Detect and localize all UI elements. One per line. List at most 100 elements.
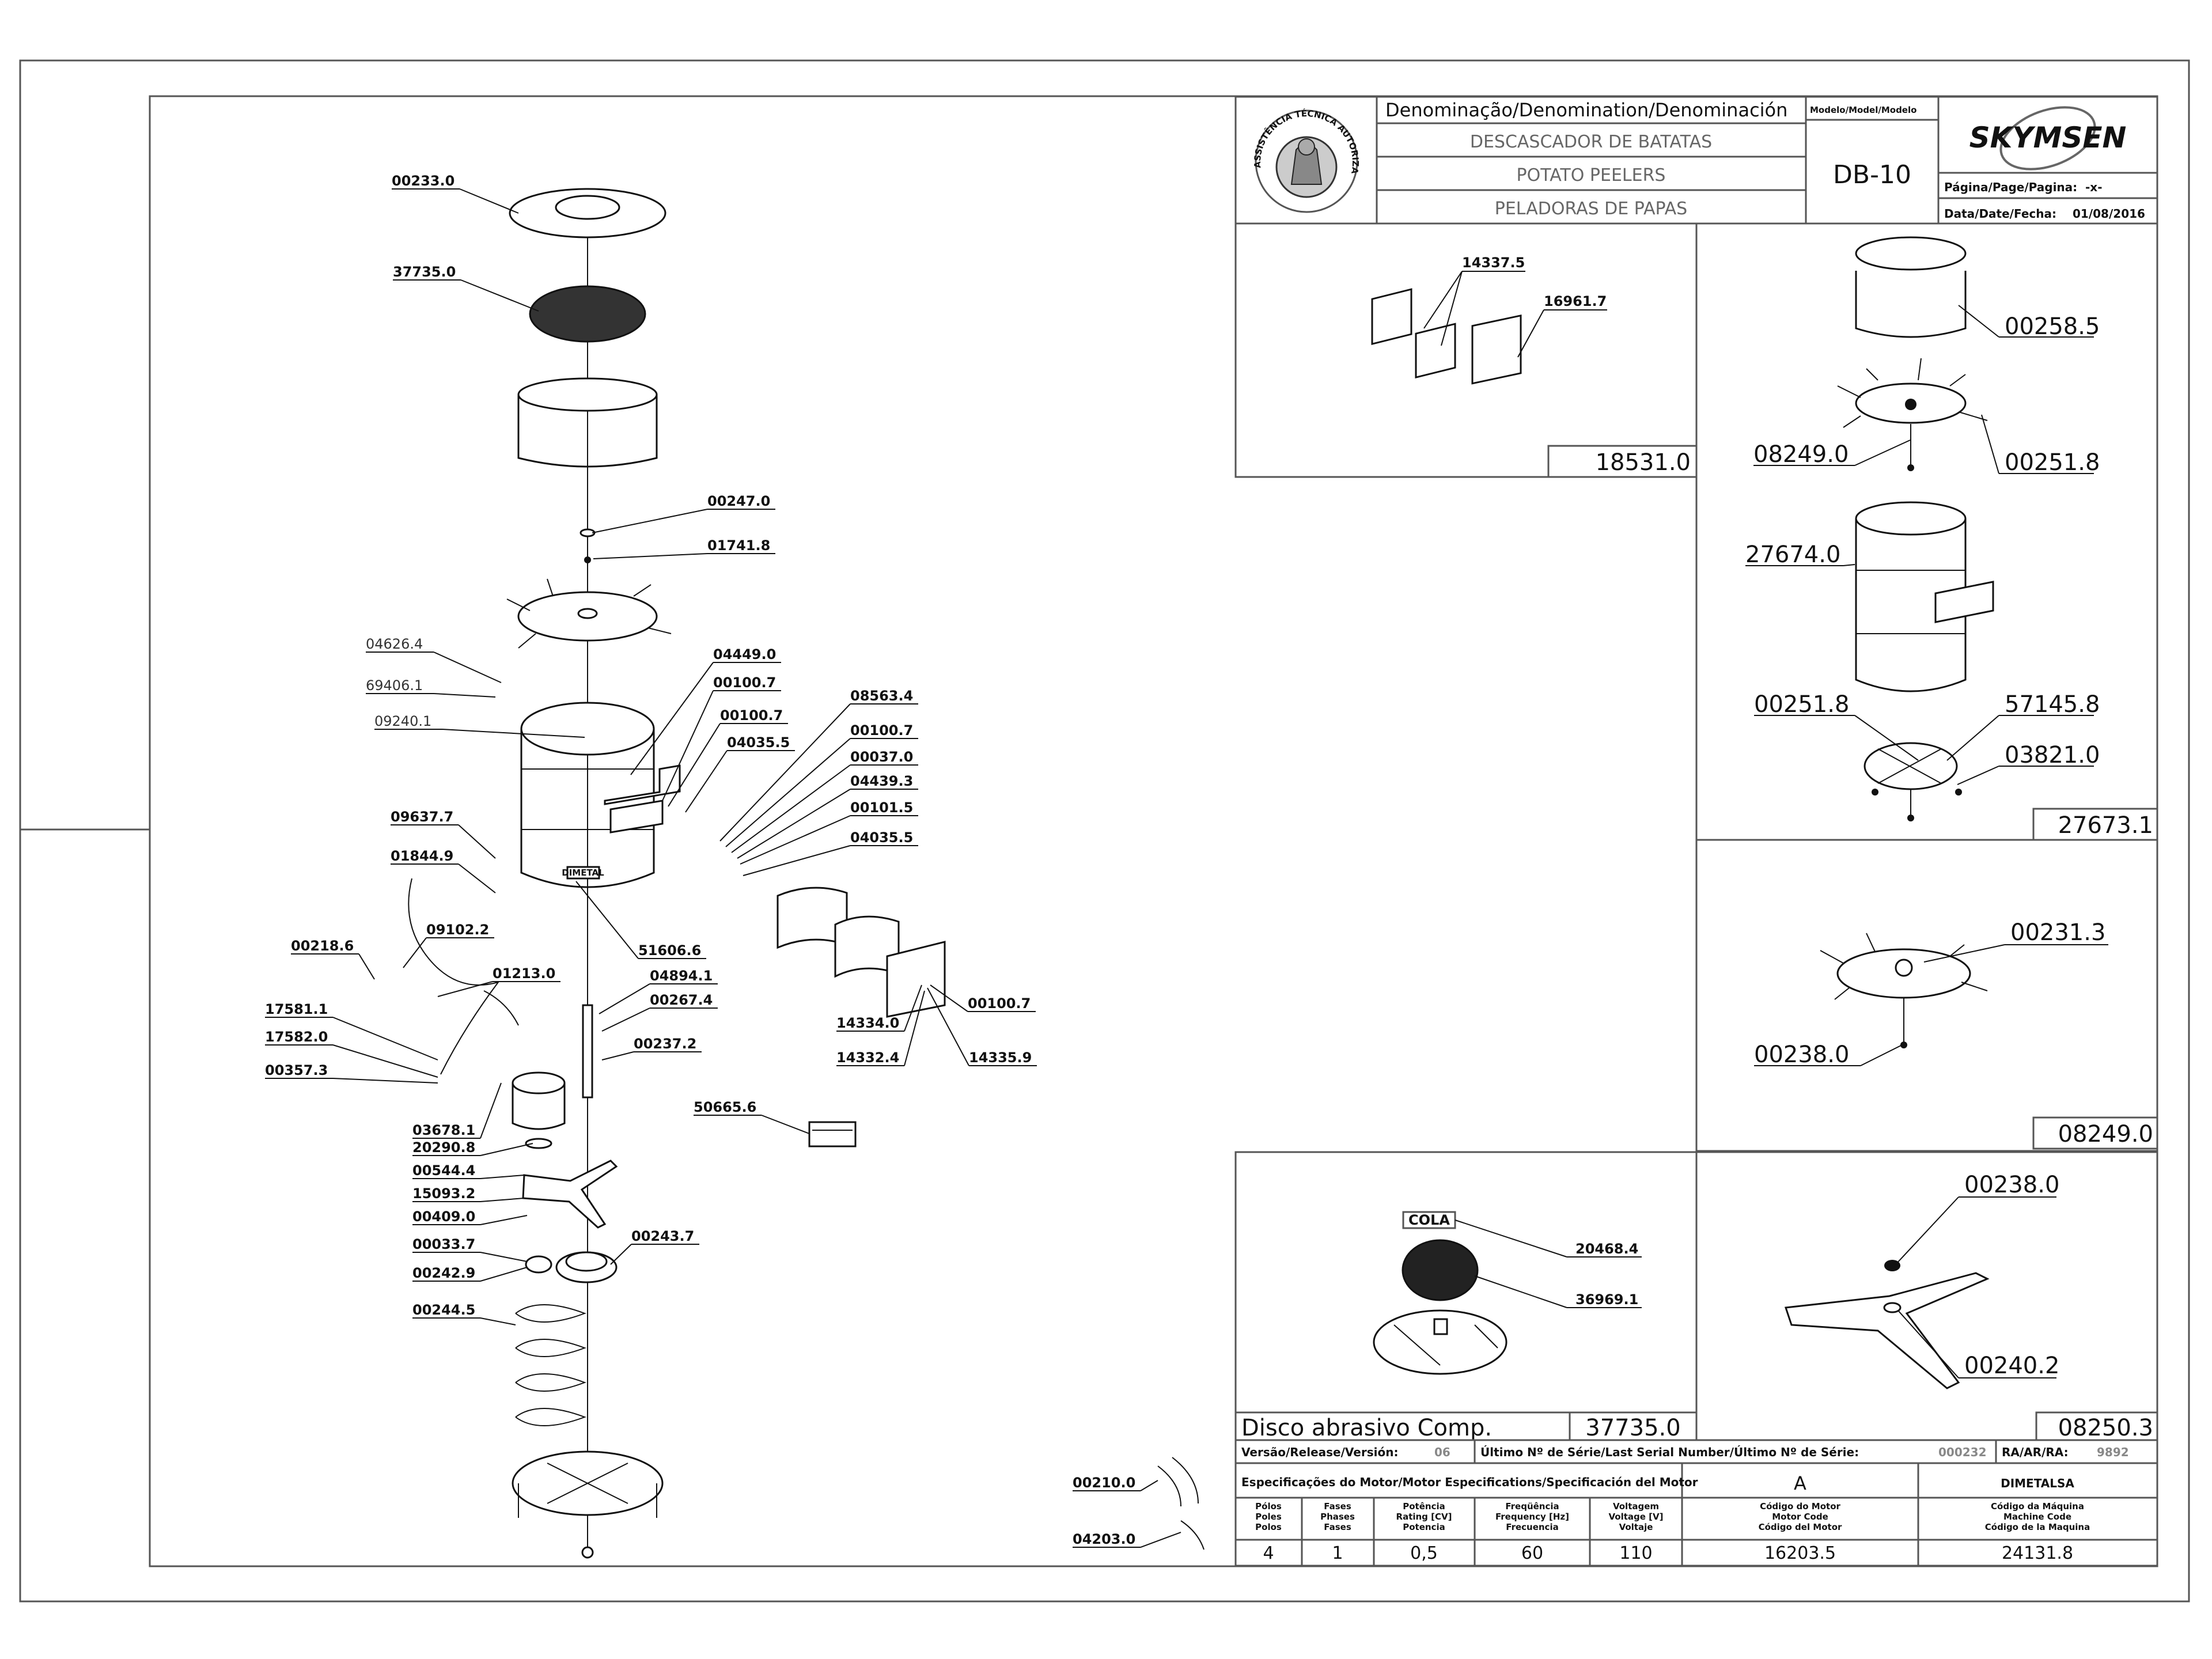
leader-line-24 (601, 1007, 650, 1032)
motor-col-header-6-0: Código da Máquina (1991, 1501, 2084, 1512)
part-label-15: 00101.5 (850, 800, 913, 816)
leader-line-42 (480, 1317, 516, 1325)
main-label-plate: DIMETAL (562, 868, 604, 878)
motor-col-header-5-1: Motor Code (1772, 1512, 1828, 1522)
leader-line-43 (1140, 1480, 1158, 1491)
part-label-19: 09102.2 (426, 922, 489, 938)
kit-37735-code: 37735.0 (1585, 1415, 1680, 1441)
leader-line-25 (601, 1051, 634, 1060)
leader-line-22 (575, 881, 639, 959)
part-label-23: 04894.1 (650, 968, 713, 984)
motor-col-header-4-2: Voltaje (1619, 1522, 1653, 1532)
kit-27673-label-2: 08249.0 (1753, 441, 1849, 468)
part-label-35: 20290.8 (412, 1139, 475, 1156)
part-label-2: 00247.0 (707, 493, 770, 509)
part-label-28: 00357.3 (265, 1062, 328, 1078)
kit-08250-panel: 00238.0 00240.2 08250.3 (1784, 1172, 2158, 1441)
kit-18531-label-1: 14337.5 (1462, 255, 1525, 271)
leader-line-26 (332, 1017, 438, 1060)
motor-col-header-1-0: Fases (1324, 1501, 1351, 1512)
skymsen-logo: SKYMSEN (1969, 106, 2126, 171)
motor-col-header-6-1: Machine Code (2003, 1512, 2071, 1522)
motor-value-4: 110 (1619, 1543, 1652, 1563)
leader-line-21 (437, 981, 493, 997)
part-label-8: 00100.7 (713, 675, 776, 691)
kit-37735-label-1: 20468.4 (1575, 1241, 1638, 1257)
motor-col-header-1-2: Fases (1324, 1522, 1351, 1532)
leader-line-44 (1140, 1532, 1181, 1548)
svg-text:ASSISTÊNCIA TÉCNICA AUTORIZADA: ASSISTÊNCIA TÉCNICA AUTORIZADA (0, 0, 1361, 175)
motor-col-header-1-1: Phases (1320, 1512, 1355, 1522)
part-label-3: 01741.8 (707, 537, 770, 554)
leader-line-13 (731, 764, 851, 853)
kit-08249-code: 08249.0 (2058, 1121, 2153, 1147)
motor-value-1: 1 (1332, 1543, 1343, 1563)
motor-value-5: 16203.5 (1764, 1543, 1836, 1563)
leader-line-36 (480, 1175, 525, 1179)
motor-col-header-0-0: Pólos (1255, 1501, 1282, 1512)
part-label-30: 14332.4 (836, 1050, 899, 1066)
ra-value: 9892 (2097, 1445, 2129, 1459)
part-label-42: 00244.5 (412, 1302, 475, 1318)
part-label-37: 15093.2 (412, 1185, 475, 1202)
part-label-4: 04626.4 (366, 636, 423, 652)
motor-col-header-3-0: Freqüência (1505, 1501, 1559, 1512)
part-label-24: 00267.4 (650, 992, 713, 1008)
leader-line-14 (737, 789, 851, 859)
part-label-10: 04035.5 (727, 734, 790, 751)
kit-37735-name: Disco abrasivo Comp. (1241, 1415, 1492, 1441)
motor-col-header-6-2: Código de la Maquina (1985, 1522, 2090, 1532)
motor-col-header-0-1: Poles (1255, 1512, 1282, 1522)
part-label-1: 37735.0 (393, 264, 456, 280)
outer-frame (19, 59, 2190, 1603)
leader-line-33 (761, 1115, 810, 1134)
motor-value-0: 4 (1263, 1543, 1274, 1563)
leader-line-6 (442, 729, 585, 738)
part-label-20: 00218.6 (291, 938, 354, 954)
panel-grid (1234, 222, 2158, 1441)
part-label-21: 01213.0 (493, 965, 555, 982)
part-label-12: 00100.7 (850, 722, 913, 738)
part-label-36: 00544.4 (412, 1162, 475, 1179)
kit-27673-panel: 00258.5 08249.0 00251.8 27674.0 00251.8 … (1745, 236, 2158, 841)
kit-18531-label-2: 16961.7 (1544, 293, 1607, 309)
part-label-18: 01844.9 (391, 848, 453, 864)
leader-line-37 (480, 1198, 525, 1202)
name-pt: DESCASCADOR DE BATATAS (1470, 132, 1712, 152)
part-label-44: 04203.0 (1073, 1531, 1135, 1547)
motor-col-header-0-2: Polos (1255, 1522, 1282, 1532)
part-label-25: 00237.2 (634, 1036, 696, 1052)
model-header: Modelo/Model/Modelo (1810, 105, 1916, 115)
denomination-header: Denominação/Denomination/Denominación (1385, 99, 1787, 121)
motor-col-header-4-0: Voltagem (1613, 1501, 1659, 1512)
leader-line-20 (358, 953, 375, 980)
motor-col-header-2-0: Potência (1403, 1501, 1445, 1512)
leader-line-9 (668, 723, 721, 807)
leader-line-38 (480, 1215, 528, 1225)
part-label-29: 14334.0 (836, 1015, 899, 1031)
motor-col-header-5-2: Código del Motor (1759, 1522, 1842, 1532)
leader-line-28 (332, 1078, 438, 1084)
leader-line-15 (740, 815, 851, 865)
page-value: -x- (2085, 180, 2103, 194)
leader-line-7 (630, 662, 714, 775)
leader-line-8 (662, 690, 714, 801)
part-label-22: 51606.6 (638, 942, 701, 959)
leader-line-35 (480, 1143, 533, 1156)
motor-col-header-3-1: Frequency [Hz] (1495, 1512, 1569, 1522)
part-label-27: 17582.0 (265, 1029, 328, 1045)
leader-line-19 (403, 937, 427, 968)
motor-col-header-2-1: Rating [CV] (1396, 1512, 1452, 1522)
leader-line-23 (599, 983, 650, 1014)
part-label-34: 03678.1 (412, 1122, 475, 1138)
name-en: POTATO PEELERS (1517, 165, 1666, 185)
version-label: Versão/Release/Versión: (1241, 1445, 1398, 1459)
motor-manufacturer: DIMETALSA (2001, 1476, 2074, 1490)
leader-line-41 (610, 1244, 632, 1265)
version-value: 06 (1434, 1445, 1450, 1459)
seal-text: ASSISTÊNCIA TÉCNICA AUTORIZADA (0, 0, 1361, 175)
kit-08249-label-1: 00231.3 (2010, 919, 2105, 946)
part-label-7: 04449.0 (713, 646, 776, 662)
leader-line-11 (719, 703, 851, 842)
leader-line-3 (593, 553, 708, 559)
